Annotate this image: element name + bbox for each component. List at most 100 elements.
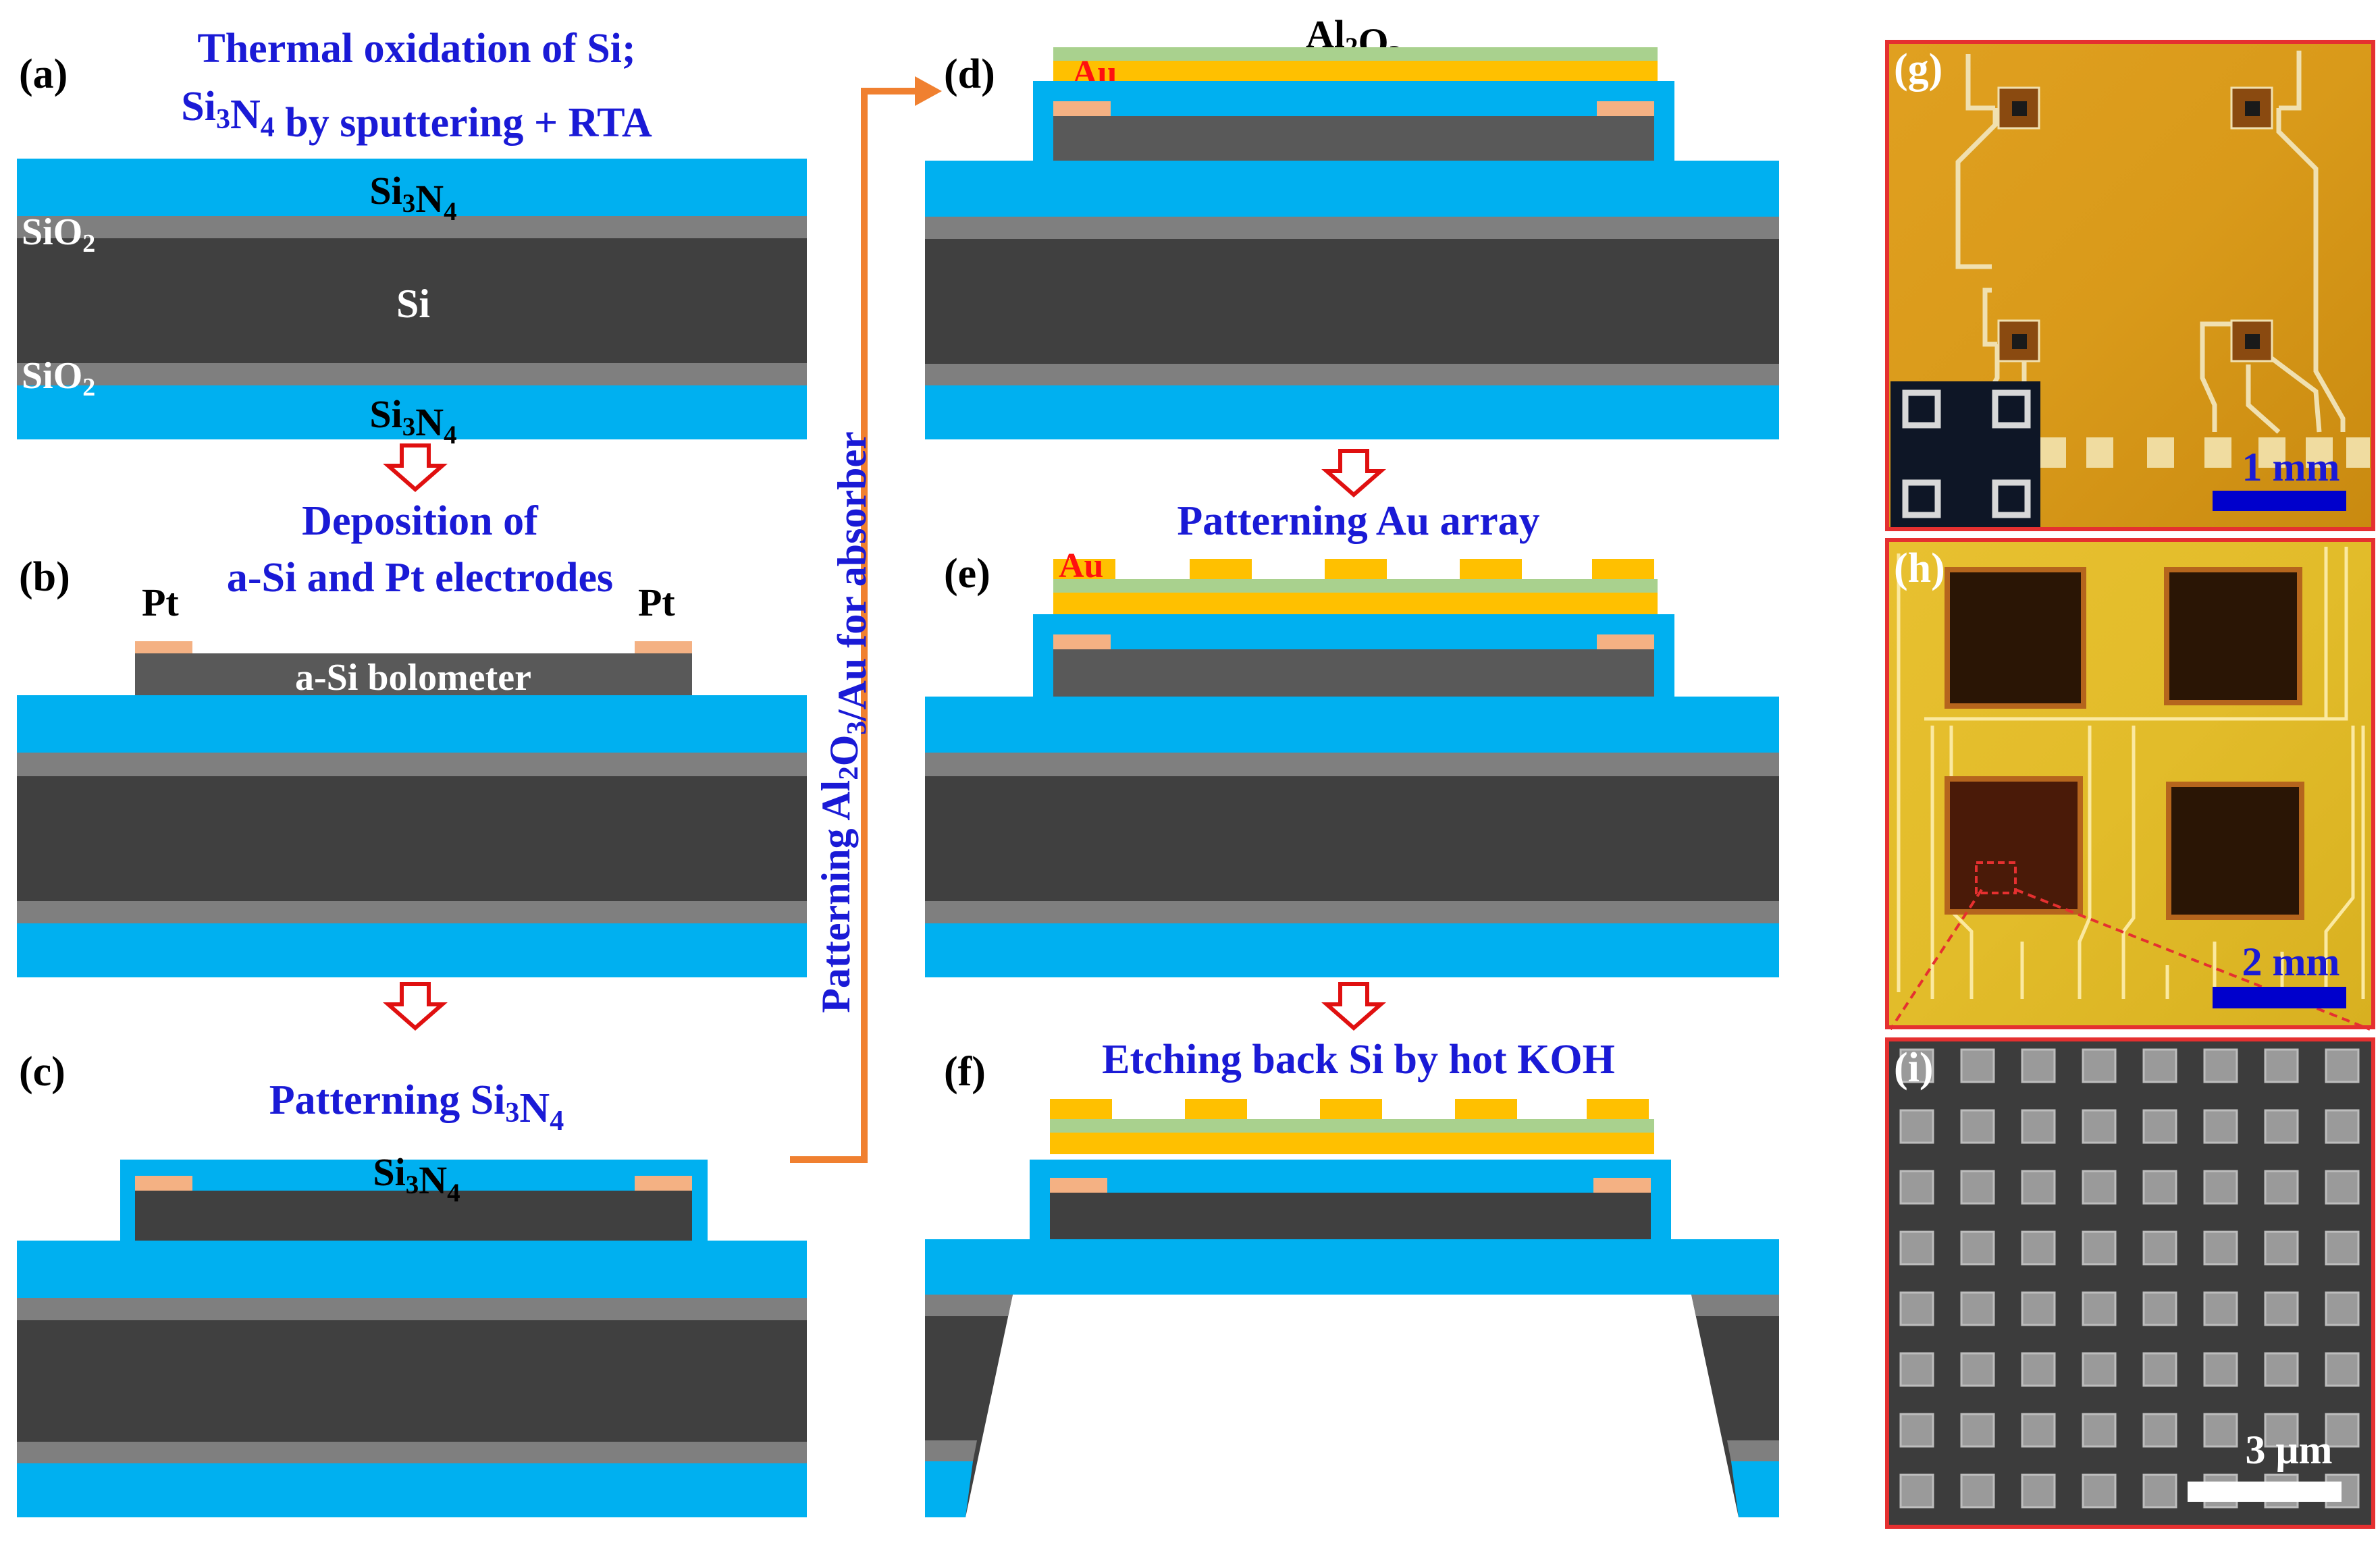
layer-si: [17, 776, 807, 901]
layer-sio2-bottom: [17, 363, 807, 385]
panel-c: (c) Patterning Si3N4 Si3N4: [17, 1049, 807, 1517]
label-pt-right: Pt: [638, 580, 675, 624]
etched-support-left-si3n4: [925, 1461, 973, 1517]
au-layer: [1050, 1133, 1654, 1154]
panel-i-sem: (i) 3 μm: [1885, 1037, 2375, 1529]
au-pad-3: [1325, 559, 1387, 579]
layer-sio2-bottom: [925, 364, 1779, 385]
step-arrow-d-e: [1321, 449, 1386, 497]
layer-si: [17, 238, 807, 363]
au-pad-1: [1050, 1099, 1112, 1119]
label-si: Si: [396, 281, 430, 326]
panel-a-step-line1: Thermal oxidation of Si;: [197, 26, 635, 72]
step-arrow-e-f: [1321, 982, 1386, 1031]
panel-e-tag: (e): [944, 551, 990, 597]
layer-si3n4-top: [925, 161, 1779, 217]
panel-h-scale-bar: [2213, 987, 2346, 1008]
layer-sio2-top: [17, 753, 807, 776]
panel-b: Deposition of a-Si and Pt electrodes (b)…: [17, 498, 807, 1031]
al2o3-layer: [1053, 47, 1658, 61]
layer-si: [925, 239, 1779, 364]
panel-b-step-line1: Deposition of: [302, 498, 539, 544]
panel-f-step: Etching back Si by hot KOH: [1102, 1037, 1615, 1083]
label-si3n4-bottom: Si3N4: [369, 392, 456, 450]
panel-i-scale-bar: [2188, 1482, 2342, 1502]
layer-si: [925, 776, 1779, 901]
label-pt-left: Pt: [142, 580, 179, 624]
au-pad-1: [1053, 559, 1115, 579]
panel-f-tag: (f): [944, 1049, 986, 1095]
au-pad-2: [1190, 559, 1252, 579]
asi-bolometer: [1053, 116, 1654, 161]
panel-a-step-line2: Si3N4 by sputtering + RTA: [181, 84, 652, 146]
etched-support-left-sio2: [925, 1295, 1013, 1316]
layer-si3n4-top: [17, 695, 807, 753]
inset-image: [1890, 381, 2040, 527]
pt-electrode-left: [1053, 101, 1111, 116]
label-si3n4-top: Si3N4: [369, 169, 456, 226]
panel-e: Patterning Au array (e) Au: [925, 498, 1779, 1031]
pt-electrode-left: [135, 1176, 192, 1191]
layer-si3n4-top: [17, 1241, 807, 1298]
panel-c-tag: (c): [19, 1049, 65, 1095]
au-pad-4: [1460, 559, 1522, 579]
au-layer: [1053, 61, 1658, 81]
pt-electrode-right: [635, 641, 692, 653]
layer-sio2-bottom: [17, 1442, 807, 1463]
etched-support-right-si3n4: [1731, 1461, 1779, 1517]
au-pad-5: [1587, 1099, 1649, 1119]
panel-g-photo: (g) 1 mm: [1885, 40, 2375, 531]
layer-si: [17, 1320, 807, 1442]
pt-electrode-left: [1053, 634, 1111, 649]
zoom-region: [1975, 861, 2017, 894]
label-si3n4: Si3N4: [373, 1150, 460, 1208]
layer-si3n4-bottom: [925, 923, 1779, 977]
panel-a: (a) Thermal oxidation of Si; Si3N4 by sp…: [17, 26, 807, 492]
asi-bolometer: [1053, 649, 1654, 697]
layer-si3n4-bottom: [17, 1463, 807, 1517]
process-arrow-c-to-d: Patterning Al2O3/Au for absorber: [790, 76, 942, 1163]
panel-h-photo: (h) 2 mm: [1885, 538, 2375, 1031]
pt-electrode-right: [635, 1176, 692, 1191]
layer-sio2-top: [17, 1298, 807, 1320]
panel-g-tag: (g): [1894, 46, 1942, 92]
au-layer: [1053, 593, 1658, 614]
pt-electrode-right: [1597, 634, 1654, 649]
panel-h-tag: (h): [1894, 545, 1945, 591]
etched-support-right-sio2: [1691, 1295, 1779, 1316]
au-pad-4: [1455, 1099, 1517, 1119]
layer-sio2-bottom: [17, 901, 807, 923]
panel-c-step: Patterning Si3N4: [269, 1077, 564, 1137]
membrane-si3n4: [925, 1239, 1779, 1295]
layer-si3n4-bottom: [17, 385, 807, 439]
pt-electrode-right: [1597, 101, 1654, 116]
vertical-step-label: Patterning Al2O3/Au for absorber: [814, 431, 874, 1013]
asi-bolometer: [135, 653, 692, 695]
label-bolometer: a-Si bolometer: [295, 657, 531, 699]
etched-support-right-sio2-bottom: [1727, 1440, 1779, 1461]
panel-d-tag: (d): [944, 51, 995, 97]
layer-sio2-top: [17, 216, 807, 238]
label-au: Au: [1059, 547, 1103, 585]
step-arrow-a-b: [383, 443, 448, 492]
asi-bolometer: [1050, 1193, 1651, 1239]
panel-h-scale-label: 2 mm: [2242, 940, 2340, 984]
layer-si3n4-bottom: [925, 385, 1779, 439]
electrode-traces: [1897, 547, 2365, 999]
step-arrow-b-c: [383, 982, 448, 1031]
pt-electrode-right: [1593, 1178, 1651, 1193]
al2o3-layer: [1050, 1119, 1654, 1133]
panel-e-step: Patterning Au array: [1177, 498, 1539, 544]
layer-sio2-top: [925, 753, 1779, 776]
panel-i-scale-label: 3 μm: [2246, 1428, 2333, 1472]
absorber-squares: [1945, 567, 2304, 920]
asi-bolometer: [135, 1191, 692, 1241]
zoom-line-left: [1889, 888, 1983, 1031]
au-pad-5: [1592, 559, 1654, 579]
panel-b-tag: (b): [19, 554, 70, 600]
au-pad-2: [1185, 1099, 1247, 1119]
pt-electrode-left: [135, 641, 192, 653]
pt-electrode-left: [1050, 1178, 1107, 1193]
panel-d: (d) Al2O3 Au: [925, 12, 1779, 497]
